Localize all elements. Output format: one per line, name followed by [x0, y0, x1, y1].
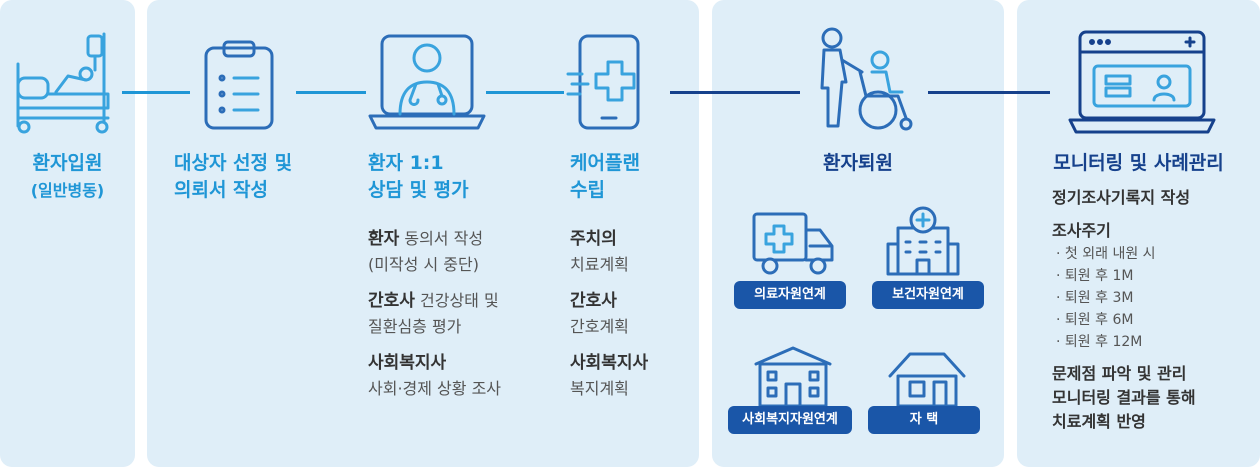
role-label: 주치의 [570, 229, 617, 249]
monitoring-item: 치료계획 반영 [1052, 412, 1146, 431]
panel-monitoring [1017, 0, 1260, 467]
role-label: 사회복지사 [368, 353, 447, 373]
connector-line [486, 91, 564, 94]
step-title-consultation: 환자 1:1 상담 및 평가 [368, 152, 469, 201]
connector-line [296, 91, 366, 94]
doctor-laptop-icon [366, 30, 488, 134]
welfare-resource-chip: 사회복지자원연계 [728, 406, 852, 434]
house-icon [886, 348, 968, 408]
cycle-item: · 퇴원 후 12M [1056, 334, 1143, 350]
step-title-selection: 대상자 선정 및 의뢰서 작성 [174, 152, 293, 201]
medical-tablet-icon [566, 32, 654, 132]
step-title-careplan: 케어플랜 수립 [570, 152, 640, 201]
careplan-details: 주치의 치료계획 간호사 간호계획 사회복지사 복지계획 [570, 229, 649, 398]
role-label: 간호사 [570, 291, 617, 311]
step-title-monitoring: 모니터링 및 사례관리 [1053, 152, 1224, 174]
consultation-details: 환자 동의서 작성 (미작성 시 중단) 간호사 건강상태 및 질환심층 평가 … [368, 229, 502, 398]
home-chip: 자 택 [868, 406, 980, 434]
welfare-building-icon [752, 344, 834, 408]
connector-line [928, 91, 1050, 94]
health-resource-chip: 보건자원연계 [872, 281, 984, 309]
monitor-profile-icon [1068, 28, 1216, 138]
monitoring-details: 정기조사기록지 작성 조사주기 · 첫 외래 내원 시 · 퇴원 후 1M · … [1052, 186, 1196, 434]
connector-line [122, 91, 190, 94]
medical-resource-chip: 의료자원연계 [734, 281, 846, 309]
cycle-item: · 퇴원 후 1M [1056, 268, 1134, 284]
role-label: 환자 [368, 229, 400, 249]
monitoring-item: 모니터링 결과를 통해 [1052, 388, 1196, 407]
cycle-item: · 퇴원 후 6M [1056, 312, 1134, 328]
step-title-admission: 환자입원 (일반병동) [30, 152, 105, 200]
monitoring-item: 정기조사기록지 작성 [1052, 188, 1191, 207]
connector-line [670, 91, 800, 94]
step-title-discharge: 환자퇴원 [823, 152, 893, 174]
hospital-bed-icon [12, 30, 122, 134]
clipboard-icon [200, 38, 278, 132]
cycle-item: · 첫 외래 내원 시 [1056, 246, 1156, 262]
cycle-item: · 퇴원 후 3M [1056, 290, 1134, 306]
ambulance-icon [750, 210, 836, 276]
wheelchair-discharge-icon [802, 26, 920, 136]
role-label: 간호사 [368, 291, 415, 311]
role-label: 사회복지사 [570, 353, 649, 373]
monitoring-item: 조사주기 [1052, 221, 1111, 240]
monitoring-item: 문제점 파악 및 관리 [1052, 364, 1187, 383]
hospital-building-icon [884, 204, 962, 278]
